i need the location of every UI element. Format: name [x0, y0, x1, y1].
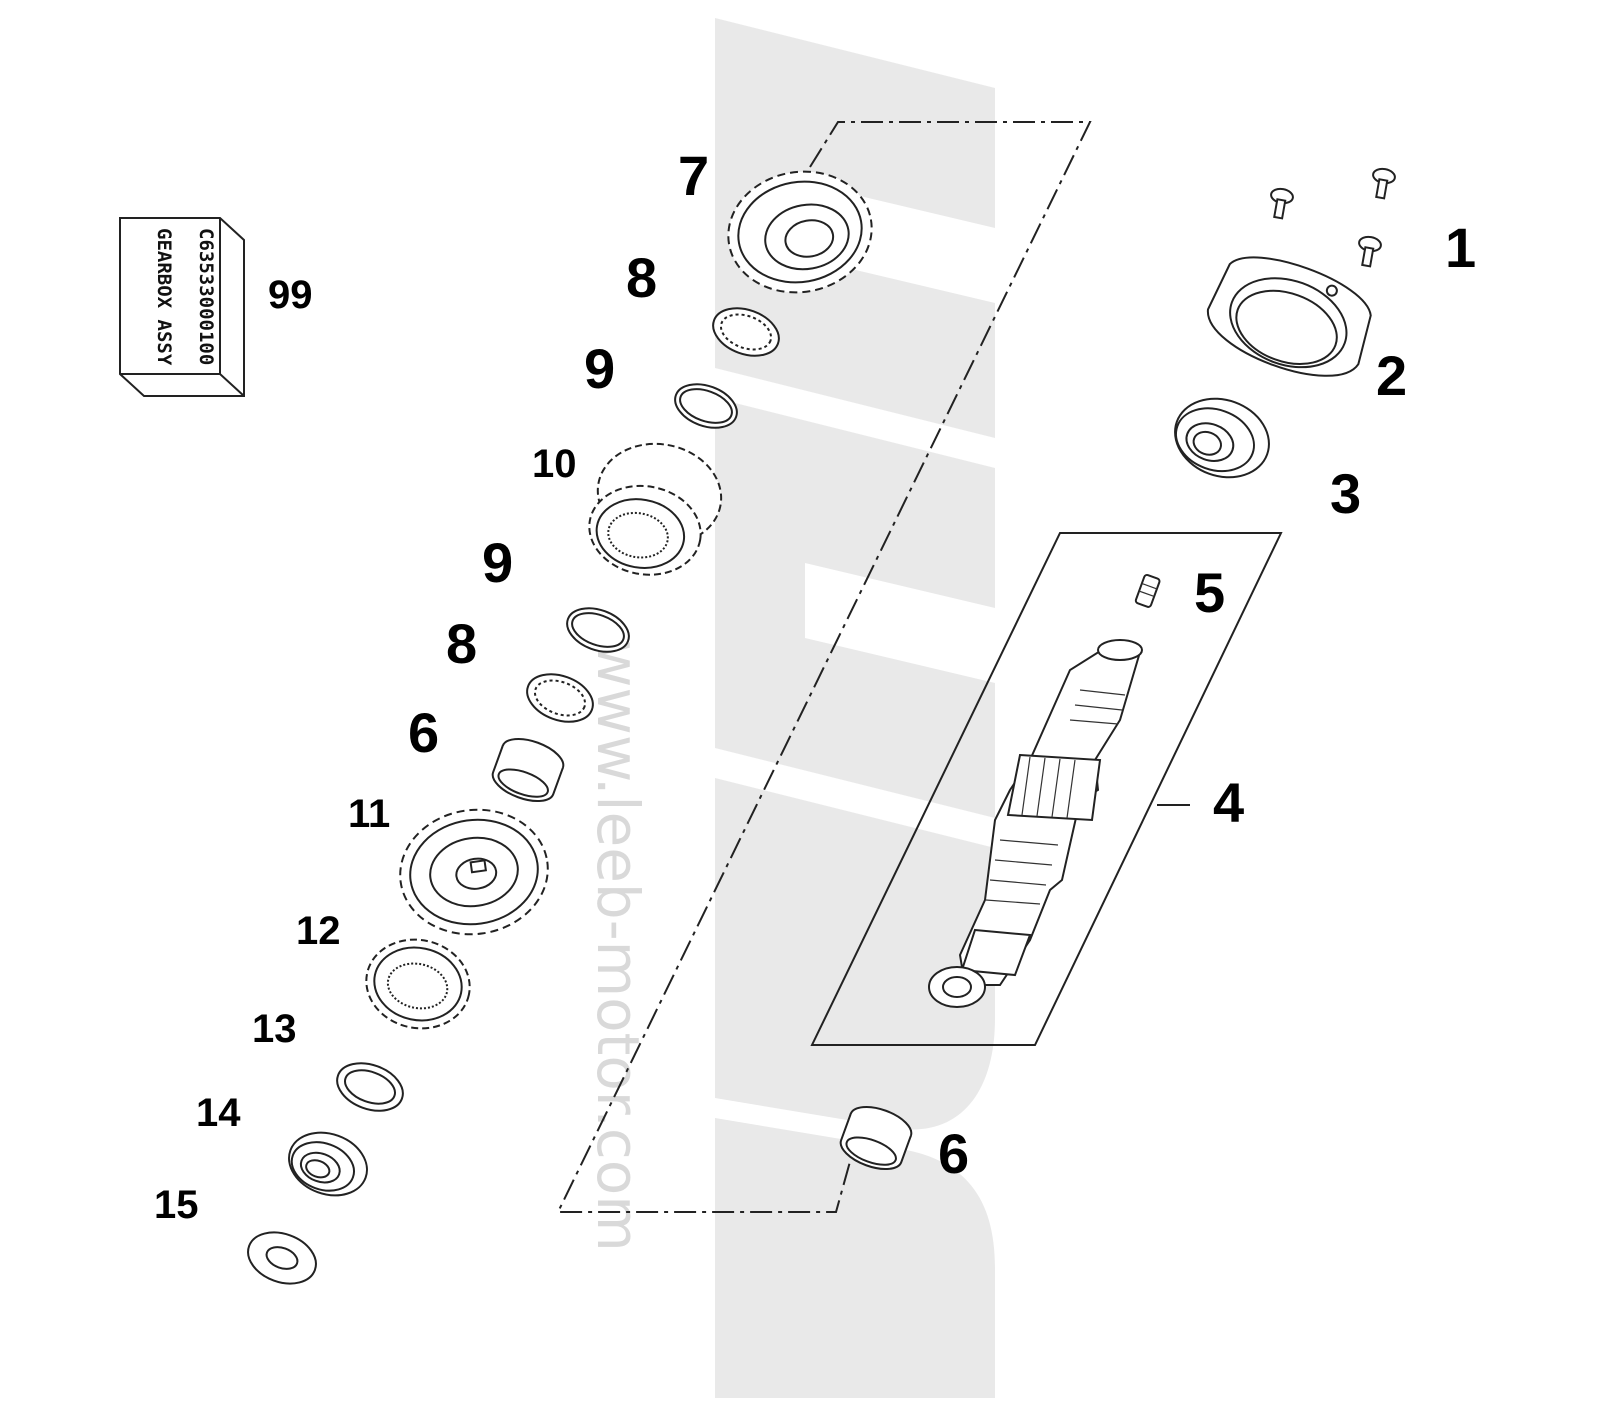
- shaft-frame: [810, 532, 1283, 1046]
- callout-13: 13: [252, 1007, 297, 1051]
- plug-part: [1134, 573, 1161, 608]
- callout-9-lower: 9: [482, 531, 513, 594]
- callout-9-upper: 9: [584, 337, 615, 400]
- callout-2: 2: [1376, 344, 1407, 407]
- callout-6-left: 6: [408, 701, 439, 764]
- splined-washer-upper-part: [712, 307, 780, 357]
- box-name-text: GEARBOX ASSY: [153, 228, 175, 366]
- callout-3: 3: [1330, 462, 1361, 525]
- callout-7: 7: [678, 144, 709, 207]
- bushing-left-part: [491, 737, 565, 802]
- dashed-leader-frame: [556, 121, 1092, 1213]
- bushing-right-part: [839, 1105, 913, 1170]
- main-shaft-part: [928, 639, 1143, 1008]
- bearing-14-part: [288, 1131, 368, 1197]
- washer-15-part: [247, 1231, 317, 1285]
- washer-13-part: [336, 1062, 404, 1112]
- callout-10: 10: [532, 442, 577, 486]
- callout-15: 15: [154, 1183, 199, 1227]
- bearing-part: [1174, 397, 1270, 479]
- callout-8-upper: 8: [626, 246, 657, 309]
- ring-upper-part: [674, 383, 738, 429]
- gear-11-part: [399, 808, 549, 936]
- callout-14: 14: [196, 1091, 241, 1135]
- callout-12: 12: [296, 909, 341, 953]
- box-code-text: C63533000100: [195, 228, 217, 365]
- callout-1: 1: [1445, 216, 1476, 279]
- screw-part: [1270, 167, 1396, 268]
- callout-8-lower: 8: [446, 612, 477, 675]
- gear-7-part: [727, 170, 873, 294]
- watermark-logo: [715, 18, 995, 1398]
- callout-11: 11: [348, 792, 390, 836]
- retainer-plate-part: [1206, 256, 1372, 377]
- double-gear-10-part: [588, 442, 723, 576]
- gear-12-part: [365, 938, 471, 1030]
- watermark-url: www.leeb-motor.com: [584, 640, 652, 1252]
- splined-washer-lower-part: [526, 673, 594, 723]
- watermark: www.leeb-motor.com: [584, 18, 995, 1398]
- callouts: 99 1 2 3 4 5 6 6 7 8 8 9 9 10 11 12 13 1…: [154, 144, 1476, 1227]
- callout-5: 5: [1194, 561, 1225, 624]
- gearbox-assy-box: C63533000100 GEARBOX ASSY: [119, 217, 245, 397]
- ring-lower-part: [566, 607, 630, 653]
- callout-99: 99: [268, 273, 313, 317]
- callout-4: 4: [1213, 771, 1244, 834]
- callout-6-right: 6: [938, 1122, 969, 1185]
